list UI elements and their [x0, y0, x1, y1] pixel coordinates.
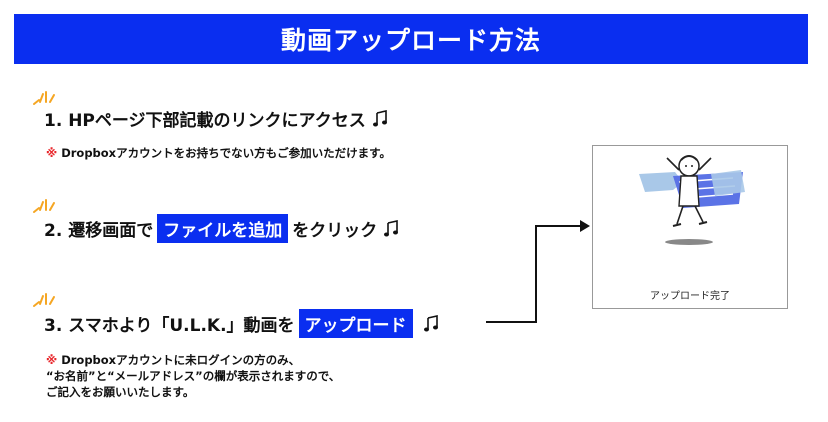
music-note-icon [372, 109, 387, 126]
spark-icon [33, 199, 55, 213]
note-mark: ※ [46, 353, 58, 367]
step-2-prefix: 2. 遷移画面で [44, 221, 154, 241]
spark-icon [33, 91, 55, 105]
note-login: ※ Dropboxアカウントに未ログインの方のみ、 “お名前”と“メールアドレス… [46, 352, 340, 400]
step-2: 2. 遷移画面で ファイルを追加 をクリック [44, 214, 399, 243]
celebration-illustration [639, 155, 745, 245]
upload-complete-preview: アップロード完了 [592, 145, 788, 309]
music-note-icon [423, 314, 438, 331]
step-1: 1. HPページ下部記載のリンクにアクセス [44, 106, 388, 131]
note-mark: ※ [46, 146, 58, 160]
add-file-highlight: ファイルを追加 [157, 214, 289, 243]
music-note-icon [384, 219, 399, 236]
page-title-banner: 動画アップロード方法 [14, 14, 808, 64]
preview-caption: アップロード完了 [650, 291, 730, 302]
note-line-3: ご記入をお願いいたします。 [46, 385, 195, 399]
step-3-prefix: 3. スマホより「U.L.K.」動画を [44, 316, 295, 336]
upload-highlight: アップロード [298, 309, 413, 338]
note-no-account: ※ Dropboxアカウントをお持ちでない方もご参加いただけます。 [46, 145, 391, 161]
spark-icon [33, 293, 55, 307]
step-2-suffix: をクリック [292, 221, 378, 241]
note-line-2: “お名前”と“メールアドレス”の欄が表示されますので、 [46, 369, 341, 383]
note-line-1: Dropboxアカウントに未ログインの方のみ、 [61, 353, 301, 367]
page-title: 動画アップロード方法 [280, 26, 541, 55]
connector-arrow [486, 220, 590, 323]
note-text: Dropboxアカウントをお持ちでない方もご参加いただけます。 [61, 146, 391, 160]
step-3: 3. スマホより「U.L.K.」動画を アップロード [44, 309, 439, 338]
step-1-text: 1. HPページ下部記載のリンクにアクセス [44, 111, 366, 131]
